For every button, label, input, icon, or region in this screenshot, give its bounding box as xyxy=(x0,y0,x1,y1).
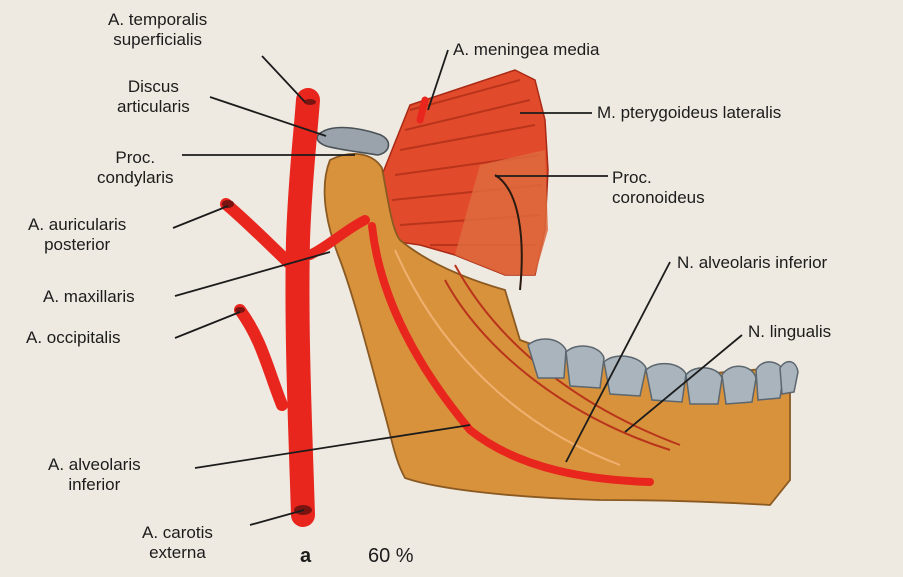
label-auricularis: A. auricularis posterior xyxy=(28,215,126,255)
label-temporalis: A. temporalis superficialis xyxy=(108,10,207,50)
label-coronoideus-line1: Proc. xyxy=(612,168,705,188)
label-auricularis-line1: A. auricularis xyxy=(28,215,126,235)
label-meningea: A. meningea media xyxy=(453,40,599,60)
label-condylaris-line2: condylaris xyxy=(97,168,174,188)
label-lingualis: N. lingualis xyxy=(748,322,831,342)
label-temporalis-line2: superficialis xyxy=(108,30,207,50)
label-alveolaris-artery-line1: A. alveolaris xyxy=(48,455,141,475)
label-maxillaris: A. maxillaris xyxy=(43,287,135,307)
label-coronoideus-line2: coronoideus xyxy=(612,188,705,208)
label-carotis-line1: A. carotis xyxy=(142,523,213,543)
label-pterygoideus: M. pterygoideus lateralis xyxy=(597,103,781,123)
label-condylaris-line1: Proc. xyxy=(97,148,174,168)
figure-scale: 60 % xyxy=(368,545,414,568)
label-alveolaris-artery: A. alveolaris inferior xyxy=(48,455,141,495)
label-discus-line1: Discus xyxy=(117,77,190,97)
label-temporalis-line1: A. temporalis xyxy=(108,10,207,30)
label-coronoideus: Proc. coronoideus xyxy=(612,168,705,208)
figure-letter: a xyxy=(300,545,311,568)
articular-disc xyxy=(317,128,388,155)
label-carotis-line2: externa xyxy=(142,543,213,563)
label-discus-line2: articularis xyxy=(117,97,190,117)
label-discus: Discus articularis xyxy=(117,77,190,117)
label-condylaris: Proc. condylaris xyxy=(97,148,174,188)
label-carotis: A. carotis externa xyxy=(142,523,213,563)
label-auricularis-line2: posterior xyxy=(28,235,126,255)
label-alveolaris-artery-line2: inferior xyxy=(48,475,141,495)
label-occipitalis: A. occipitalis xyxy=(26,328,120,348)
label-alveolaris-nerve: N. alveolaris inferior xyxy=(677,253,827,273)
